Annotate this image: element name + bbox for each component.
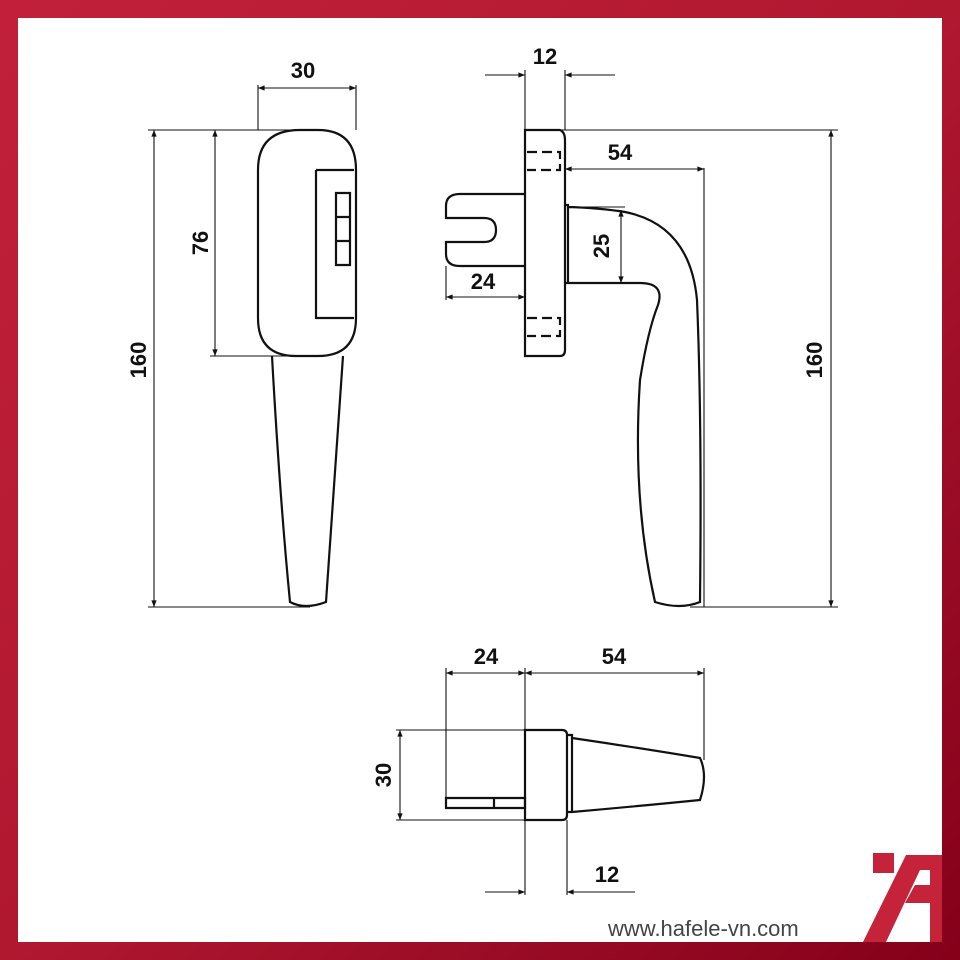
dim-front-height: 160 — [126, 342, 151, 379]
dim-side-projection: 54 — [608, 140, 633, 165]
dim-side-spindle-length: 24 — [471, 269, 496, 294]
drawing-canvas — [18, 18, 942, 942]
dim-front-width: 30 — [291, 58, 315, 83]
dim-top-projection: 54 — [602, 644, 627, 669]
dim-top-width: 30 — [371, 763, 396, 787]
side-view: 12 54 25 24 160 — [444, 44, 838, 608]
dim-top-spindle-length: 24 — [474, 644, 499, 669]
hafele-logo — [863, 853, 942, 942]
dim-side-base-depth: 12 — [533, 44, 557, 69]
front-view: 30 160 76 — [126, 58, 358, 608]
dim-front-base-height: 76 — [188, 231, 213, 255]
website-url: www.hafele-vn.com — [607, 916, 799, 941]
dim-side-spindle-height: 25 — [589, 234, 614, 258]
dim-side-height: 160 — [802, 342, 827, 379]
dim-top-base-depth: 12 — [595, 862, 619, 887]
top-view: 30 24 54 12 — [371, 644, 706, 895]
